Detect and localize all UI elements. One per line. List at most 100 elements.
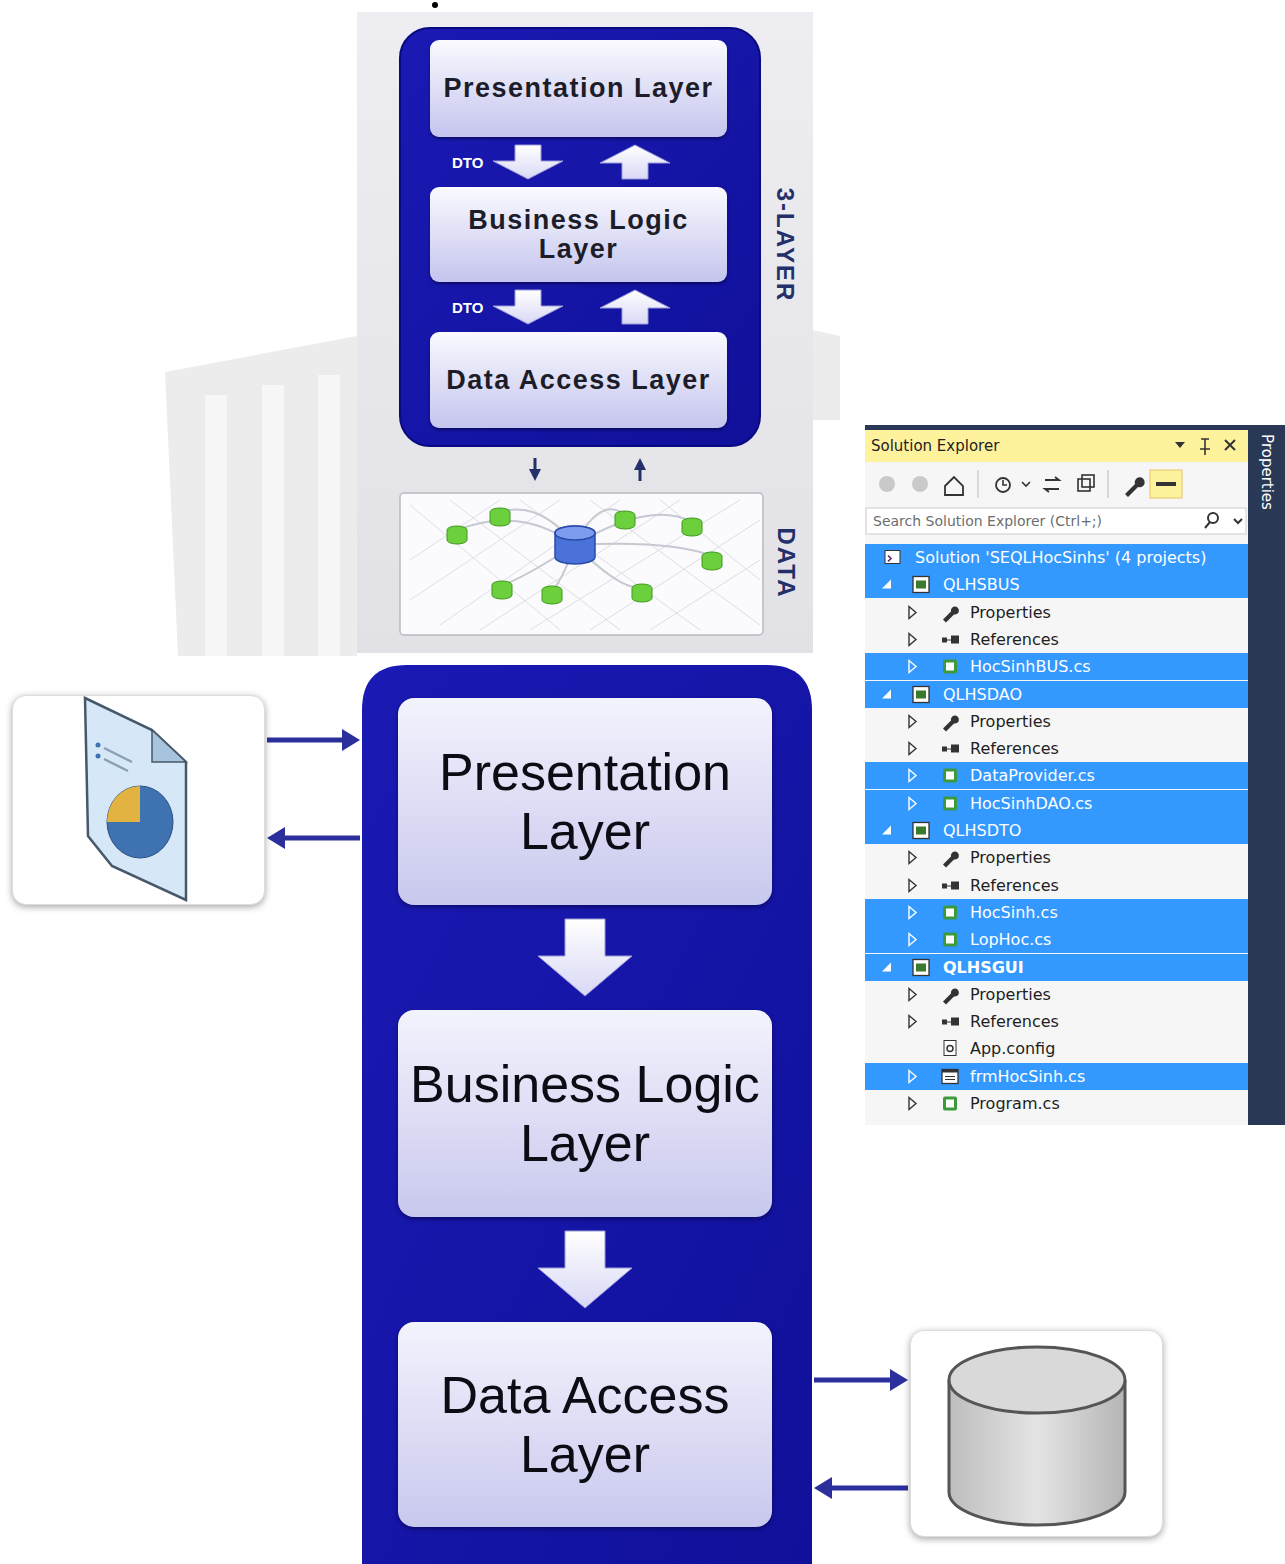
tree-row-selected: QLHSDAO	[865, 681, 1248, 708]
tree-row-selected: LopHoc.cs	[865, 926, 1248, 953]
tree-row: References	[865, 626, 1248, 653]
layer-container-backdrop	[400, 28, 760, 446]
layer-heading: 3-LAYER	[771, 188, 799, 302]
block-arrow	[600, 290, 670, 324]
edge-label: DTO	[452, 299, 483, 316]
report-icon	[13, 696, 264, 904]
block-arrow-shape	[493, 290, 563, 324]
edge-label: DTO	[452, 154, 483, 171]
layer-container: Presentation LayerBusiness Logic LayerDa…	[362, 665, 812, 1564]
layer-box: Presentation Layer	[430, 40, 727, 137]
layer-name: Business Logic Layer	[406, 1055, 764, 1171]
arrow-head	[267, 827, 285, 849]
layer-name: Presentation Layer	[443, 74, 713, 102]
layer-box: Presentation Layer	[398, 698, 772, 905]
data-heading: DATA	[771, 527, 799, 598]
tree-row-selected: QLHSBUS	[865, 571, 1248, 598]
layer-name: Business Logic Layer	[437, 206, 720, 263]
flow-arrow	[814, 1369, 908, 1391]
tree-item-label: References	[970, 872, 1059, 899]
tree-row-icons	[865, 599, 1248, 626]
block-arrow-shape	[600, 290, 670, 324]
tree-item-label: QLHSDAO	[943, 681, 1022, 708]
tree-row-selected: HocSinhBUS.cs	[865, 653, 1248, 680]
tree-item-label: HocSinh.cs	[970, 899, 1058, 926]
flow-arrow	[814, 1477, 908, 1499]
tree-row: Program.cs	[865, 1090, 1248, 1117]
tree-row-icons	[865, 1035, 1248, 1062]
tree-item-label: Properties	[970, 981, 1051, 1008]
tree-item-label: LopHoc.cs	[970, 926, 1051, 953]
tree-row-icons	[865, 844, 1248, 871]
data-image-box: DATA	[400, 493, 763, 635]
block-arrow-shape	[538, 1231, 632, 1308]
tree-item-label: QLHSGUI	[943, 954, 1024, 981]
tree-row-icons	[865, 817, 1248, 844]
tree-row-selected: frmHocSinh.cs	[865, 1063, 1248, 1090]
tree-row-icons	[865, 926, 1248, 953]
network-illustration	[400, 493, 763, 635]
tree-item-label: HocSinhBUS.cs	[970, 653, 1091, 680]
arrow-head	[342, 729, 360, 751]
block-arrow-shape	[600, 145, 670, 179]
tree-row-selected: HocSinhDAO.cs	[865, 790, 1248, 817]
report-icon-card	[12, 695, 265, 905]
layer-name: Presentation Layer	[406, 743, 764, 859]
tree-item-label: QLHSBUS	[943, 571, 1020, 598]
tree-row: References	[865, 1008, 1248, 1035]
block-arrow-shape	[493, 145, 563, 179]
tree-item-label: Properties	[970, 599, 1051, 626]
arrow-line	[281, 836, 360, 841]
arrow-head	[529, 469, 541, 481]
side-tab-label: Properties	[1258, 434, 1276, 510]
tree-row-selected: QLHSGUI	[865, 954, 1248, 981]
arrow-line	[828, 1486, 908, 1491]
layer-box: Data Access Layer	[430, 332, 727, 428]
database-icon	[911, 1331, 1162, 1536]
tree-item-label: App.config	[970, 1035, 1055, 1062]
layer-box: Data Access Layer	[398, 1322, 772, 1527]
tree-row-selected: DataProvider.cs	[865, 762, 1248, 789]
flow-arrow	[634, 458, 646, 481]
arrow-line	[814, 1378, 894, 1383]
tree-item-label: Properties	[970, 844, 1051, 871]
tree-row: Properties	[865, 981, 1248, 1008]
bullet-dot	[432, 2, 438, 8]
tree-row: References	[865, 872, 1248, 899]
tree-row: References	[865, 735, 1248, 762]
block-arrow	[600, 145, 670, 179]
search-placeholder: Search Solution Explorer (Ctrl+;)	[873, 513, 1102, 529]
block-arrow	[538, 919, 632, 996]
layer-container-backdrop	[362, 665, 812, 1564]
block-arrow	[493, 290, 563, 324]
tree-item-label: QLHSDTO	[943, 817, 1021, 844]
arrow-head	[890, 1369, 908, 1391]
tree-item-label: HocSinhDAO.cs	[970, 790, 1092, 817]
tree-row: Properties	[865, 844, 1248, 871]
tree-row-selected: Solution 'SEQLHocSinhs' (4 projects)	[865, 544, 1248, 571]
tree-row-icons	[865, 708, 1248, 735]
tree-row-icons	[865, 681, 1248, 708]
arrow-line	[267, 738, 346, 743]
layer-name: Data Access Layer	[406, 1366, 764, 1482]
tree-item-label: References	[970, 1008, 1059, 1035]
tree-row-icons	[865, 571, 1248, 598]
tree-item-label: DataProvider.cs	[970, 762, 1095, 789]
tree-row: App.config	[865, 1035, 1248, 1062]
database-icon-card	[910, 1330, 1163, 1537]
block-arrow	[493, 145, 563, 179]
tree-item-label: Solution 'SEQLHocSinhs' (4 projects)	[915, 544, 1206, 571]
block-arrow-shape	[538, 919, 632, 996]
arrow-head	[814, 1477, 832, 1499]
layer-box: Business Logic Layer	[398, 1010, 772, 1217]
panel-title: Solution Explorer	[871, 437, 999, 455]
tree-item-label: frmHocSinh.cs	[970, 1063, 1085, 1090]
solution-explorer-chrome	[865, 425, 1285, 1125]
tree-item-label: Program.cs	[970, 1090, 1060, 1117]
layer-box: Business Logic Layer	[430, 187, 727, 282]
tree-row: Properties	[865, 708, 1248, 735]
flow-arrow	[529, 458, 541, 481]
flow-arrow	[267, 827, 360, 849]
block-arrow	[538, 1231, 632, 1308]
arrow-head	[634, 458, 646, 470]
